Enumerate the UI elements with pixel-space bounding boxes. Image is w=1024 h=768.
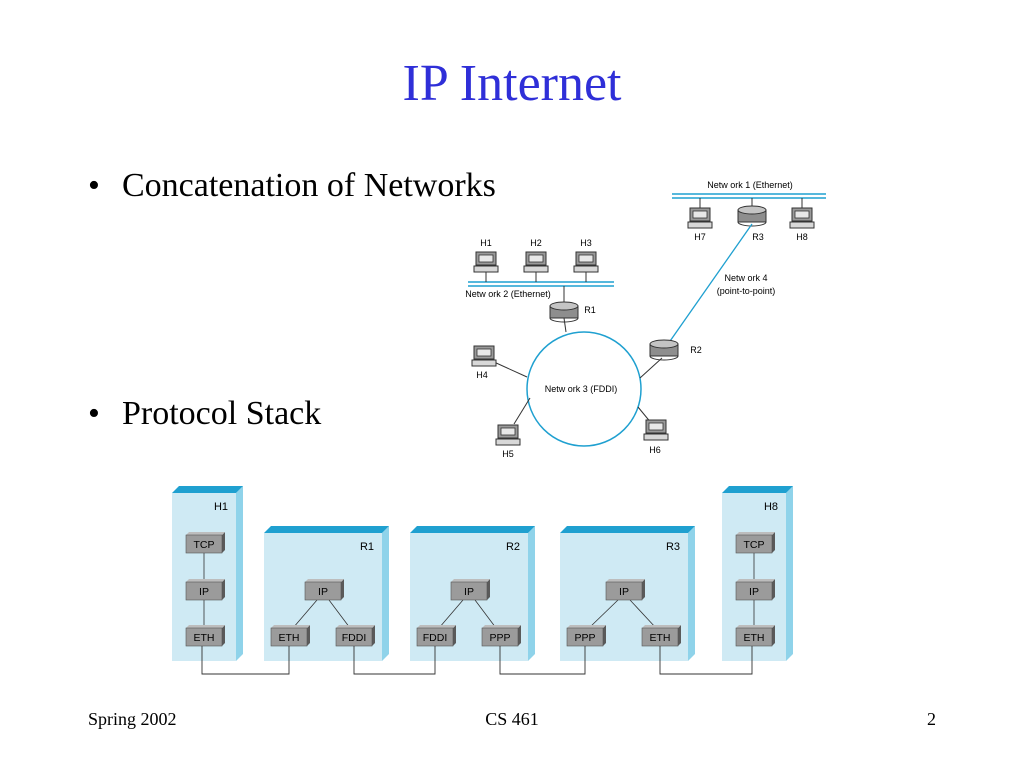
footer-course: CS 461 xyxy=(485,709,539,729)
bullet-dot-icon: • xyxy=(88,395,100,432)
network-1-label: Netw ork 1 (Ethernet) xyxy=(707,180,793,190)
stack-h8-layer-tcp-label: TCP xyxy=(744,539,765,551)
stack-r2-layer-ppp-right-label: PPP xyxy=(489,632,510,644)
stack-r1-layer-ip-label: IP xyxy=(318,586,328,598)
stack-node-r3-label: R3 xyxy=(666,541,680,553)
router-r1-label: R1 xyxy=(584,305,596,315)
router-r2-label: R2 xyxy=(690,345,702,355)
stack-h1-layer-eth xyxy=(185,627,223,647)
stack-h1-layer-tcp xyxy=(185,534,223,554)
stack-r3-layer-ip-label: IP xyxy=(619,586,629,598)
host-h4-label: H4 xyxy=(476,370,488,380)
stack-r2-layer-fddi-left-label: FDDI xyxy=(423,632,448,644)
stack-h1-layer-eth-label: ETH xyxy=(194,632,215,644)
bullet-dot-icon: • xyxy=(88,167,100,204)
stack-h8-layer-tcp xyxy=(735,534,773,554)
stack-h8-layer-eth-label: ETH xyxy=(744,632,765,644)
stack-r2-layer-ip-label: IP xyxy=(464,586,474,598)
host-h8-label: H8 xyxy=(796,232,808,242)
stack-node-h1-label: H1 xyxy=(214,501,228,513)
stack-h1-layer-tcp-label: TCP xyxy=(194,539,215,551)
stack-h1-layer-ip xyxy=(185,581,223,601)
bullet-text: Concatenation of Networks xyxy=(122,167,496,204)
stack-node-r1-label: R1 xyxy=(360,541,374,553)
stack-r1-layer-ip xyxy=(304,581,342,601)
network-4-label: Netw ork 4 xyxy=(724,273,767,283)
footer-date: Spring 2002 xyxy=(88,709,177,729)
host-h5-label: H5 xyxy=(502,449,514,459)
footer-page-number: 2 xyxy=(927,709,936,729)
stack-h8-layer-ip xyxy=(735,581,773,601)
stack-r2-layer-ip xyxy=(450,581,488,601)
network-3-label: Netw ork 3 (FDDI) xyxy=(545,384,618,394)
stack-link-4 xyxy=(659,646,753,675)
network-2-label: Netw ork 2 (Ethernet) xyxy=(465,289,551,299)
bullet-item: • Protocol Stack xyxy=(88,394,321,434)
host-h7-label: H7 xyxy=(694,232,706,242)
router-r3-label: R3 xyxy=(752,232,764,242)
stack-h1-layer-ip-label: IP xyxy=(199,586,209,598)
stack-r3-layer-eth-right-label: ETH xyxy=(650,632,671,644)
stack-link-3 xyxy=(499,646,586,675)
stack-h8-layer-ip-label: IP xyxy=(749,586,759,598)
stack-link-1 xyxy=(201,646,290,675)
host-h1-label: H1 xyxy=(480,238,492,248)
stack-link-2 xyxy=(353,646,436,675)
stack-node-h8-label: H8 xyxy=(764,501,778,513)
host-h3-label: H3 xyxy=(580,238,592,248)
bullet-item: • Concatenation of Networks xyxy=(88,166,496,206)
network-4-link xyxy=(667,223,753,345)
host-h6-label: H6 xyxy=(649,445,661,455)
bullet-text: Protocol Stack xyxy=(122,395,322,432)
slide-title: IP Internet xyxy=(402,55,622,112)
stack-node-r2-label: R2 xyxy=(506,541,520,553)
stack-r3-layer-ip xyxy=(605,581,643,601)
host-h2-label: H2 xyxy=(530,238,542,248)
stack-h8-layer-eth xyxy=(735,627,773,647)
network-4-sublabel: (point-to-point) xyxy=(717,286,776,296)
stack-r3-layer-ppp-left-label: PPP xyxy=(574,632,595,644)
stack-r1-layer-fddi-right-label: FDDI xyxy=(342,632,367,644)
stack-r1-layer-eth-left-label: ETH xyxy=(279,632,300,644)
network-3-ring xyxy=(526,331,642,447)
